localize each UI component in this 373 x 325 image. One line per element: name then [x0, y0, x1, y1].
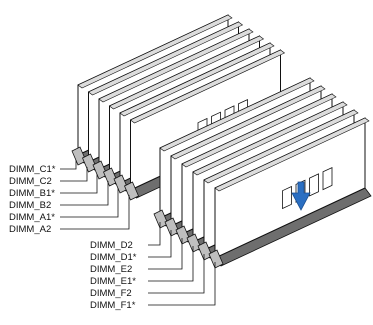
label-dimm-b1: DIMM_B1*: [9, 188, 55, 199]
label-dimm-d1: DIMM_D1*: [90, 252, 136, 263]
label-dimm-c1: DIMM_C1*: [9, 164, 55, 175]
leader-line-bottom-5: [148, 262, 215, 305]
label-dimm-c2: DIMM_C2: [9, 176, 52, 187]
label-dimm-f1: DIMM_F1*: [90, 300, 135, 311]
label-dimm-e2: DIMM_E2: [90, 264, 132, 275]
leader-line-bottom-0: [148, 222, 160, 245]
leader-line-left-2: [60, 174, 97, 193]
leader-line-bottom-3: [148, 246, 193, 281]
leader-line-left-4: [60, 188, 118, 217]
label-dimm-d2: DIMM_D2: [90, 240, 133, 251]
leader-line-bottom-1: [148, 230, 171, 257]
leader-line-bottom-4: [148, 254, 204, 293]
leader-line-bottom-2: [148, 238, 182, 269]
label-dimm-a2: DIMM_A2: [9, 224, 51, 235]
label-dimm-f2: DIMM_F2: [90, 288, 132, 299]
label-dimm-a1: DIMM_A1*: [9, 212, 55, 223]
leader-line-left-5: [60, 195, 129, 229]
label-dimm-b2: DIMM_B2: [9, 200, 51, 211]
leader-line-left-0: [60, 160, 76, 169]
label-dimm-e1: DIMM_E1*: [90, 276, 136, 287]
